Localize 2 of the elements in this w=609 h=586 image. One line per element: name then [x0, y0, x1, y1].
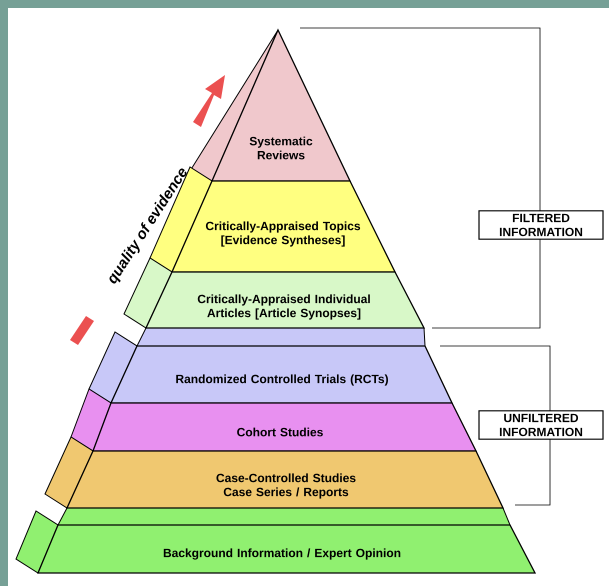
- label-box: FILTERED INFORMATION: [478, 210, 604, 240]
- label-box: UNFILTERED INFORMATION: [478, 410, 604, 440]
